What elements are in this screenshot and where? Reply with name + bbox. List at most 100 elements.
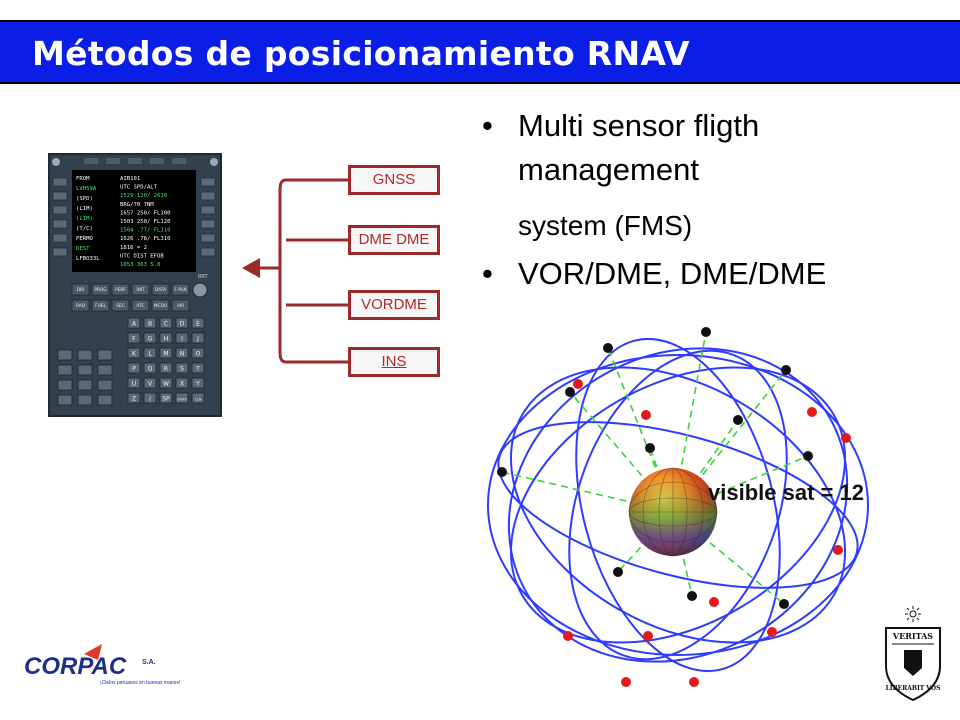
fms-function-key[interactable]: [71, 299, 90, 312]
fms-letter-key-label: Y: [195, 381, 200, 388]
fms-function-key-label: FUEL: [95, 303, 106, 309]
satellite-visible: [497, 467, 507, 477]
fms-screen-line: LVH59A: [76, 186, 97, 192]
fms-letter-key[interactable]: [191, 377, 205, 389]
fms-letter-key[interactable]: [127, 317, 141, 329]
fms-function-key-label: AIR: [177, 303, 184, 309]
satellite-hidden: [573, 379, 583, 389]
bullet-list: • Multi sensor fligth management system …: [482, 104, 942, 296]
fms-letter-key[interactable]: [127, 392, 141, 404]
slide-title: Métodos de posicionamiento RNAV: [32, 34, 690, 73]
sensor-ins-box: INS: [348, 347, 440, 377]
fms-function-key[interactable]: [91, 283, 110, 296]
fms-letter-key[interactable]: [159, 362, 173, 374]
fms-letter-key-label: Z: [132, 396, 136, 403]
fms-letter-key-label: W: [163, 381, 169, 388]
fms-letter-key-label: M: [163, 351, 168, 358]
fms-letter-key[interactable]: [159, 392, 173, 404]
fms-number-key[interactable]: [57, 364, 73, 376]
fms-letter-key[interactable]: [191, 392, 205, 404]
fms-letter-key[interactable]: [127, 332, 141, 344]
fms-letter-key-label: CLR: [195, 398, 202, 402]
fms-function-key[interactable]: [111, 283, 130, 296]
fms-letter-key[interactable]: [127, 377, 141, 389]
fms-letter-key[interactable]: [143, 392, 157, 404]
fms-function-key[interactable]: [91, 299, 110, 312]
satellite-visible: [687, 591, 697, 601]
fms-letter-key[interactable]: [191, 362, 205, 374]
fms-function-key[interactable]: [171, 283, 190, 296]
fms-letter-key[interactable]: [143, 347, 157, 359]
fms-letter-key-label: O: [196, 351, 201, 358]
fms-letter-key[interactable]: [143, 317, 157, 329]
fms-number-key[interactable]: [77, 379, 93, 391]
corpac-name: CORPAC: [24, 653, 127, 680]
fms-screen-line: (LIM): [76, 206, 93, 212]
fms-number-key[interactable]: [57, 394, 73, 406]
fms-function-key-label: PROG: [94, 287, 106, 293]
orbit-path: [568, 349, 788, 661]
fms-number-key[interactable]: [77, 364, 93, 376]
bullet-text: management: [518, 152, 699, 187]
fms-number-key[interactable]: [97, 379, 113, 391]
fms-letter-key-label: J: [196, 336, 199, 343]
fms-function-key[interactable]: [131, 283, 150, 296]
fms-function-key-label: RAD: [76, 303, 86, 309]
fms-letter-key[interactable]: [127, 347, 141, 359]
fms-function-key-label: DIR: [77, 287, 85, 293]
bullet-item-fms: • Multi sensor fligth management: [482, 104, 942, 192]
fms-letter-key-label: U: [132, 381, 136, 388]
fms-letter-key-label: A: [132, 321, 137, 328]
fms-letter-key[interactable]: [159, 332, 173, 344]
fms-function-key-label: SEC: [116, 303, 124, 309]
fms-letter-key[interactable]: [143, 362, 157, 374]
fms-number-key[interactable]: [57, 349, 73, 361]
fms-number-key[interactable]: [77, 349, 93, 361]
fms-screen-value: 1503 250/ FL120: [120, 219, 171, 225]
fms-letter-key[interactable]: [175, 392, 189, 404]
bullet-continuation: system (FMS): [518, 210, 693, 241]
fms-screen-value: UTC SPD/ALT: [120, 185, 158, 191]
sensor-gnss-box: GNSS: [348, 165, 440, 195]
fms-letter-key[interactable]: [191, 332, 205, 344]
fms-screen-line: DEST: [76, 246, 90, 252]
fms-letter-key[interactable]: [159, 347, 173, 359]
fms-function-key[interactable]: [151, 299, 170, 312]
fms-function-key[interactable]: [131, 299, 150, 312]
fms-function-key[interactable]: [111, 299, 130, 312]
visible-sat-label: visible sat = 12: [708, 480, 864, 505]
fms-letter-key[interactable]: [191, 317, 205, 329]
fms-number-key[interactable]: [97, 364, 113, 376]
crest-motto-top: VERITAS: [892, 631, 933, 641]
fms-letter-key[interactable]: [159, 377, 173, 389]
fms-function-key[interactable]: [171, 299, 190, 312]
fms-letter-key[interactable]: [159, 317, 173, 329]
fms-screen-value: 1653 363 5.8: [120, 262, 161, 268]
fms-letter-key[interactable]: [191, 347, 205, 359]
fms-letter-key[interactable]: [143, 377, 157, 389]
satellite-hidden: [621, 677, 631, 687]
fms-function-key[interactable]: [151, 283, 170, 296]
fms-number-key[interactable]: [57, 379, 73, 391]
fms-letter-key[interactable]: [175, 317, 189, 329]
satellite-hidden: [641, 410, 651, 420]
satellite-visible: [733, 415, 743, 425]
satellite-visible: [701, 327, 711, 337]
fms-number-key[interactable]: [97, 394, 113, 406]
fms-function-key[interactable]: [71, 283, 90, 296]
fms-letter-key[interactable]: [127, 362, 141, 374]
fms-letter-key-label: L: [148, 351, 152, 358]
fms-letter-key[interactable]: [175, 377, 189, 389]
fms-letter-key-label: T: [195, 366, 200, 373]
fms-number-key[interactable]: [97, 349, 113, 361]
fms-letter-key[interactable]: [175, 347, 189, 359]
satellite-hidden: [643, 631, 653, 641]
fms-letter-key-label: H: [164, 336, 169, 343]
fms-letter-key[interactable]: [175, 362, 189, 374]
fms-number-key[interactable]: [77, 394, 93, 406]
fms-letter-key[interactable]: [175, 332, 189, 344]
satellite-visible: [565, 387, 575, 397]
satellite-visible: [603, 343, 613, 353]
fms-letter-key[interactable]: [143, 332, 157, 344]
